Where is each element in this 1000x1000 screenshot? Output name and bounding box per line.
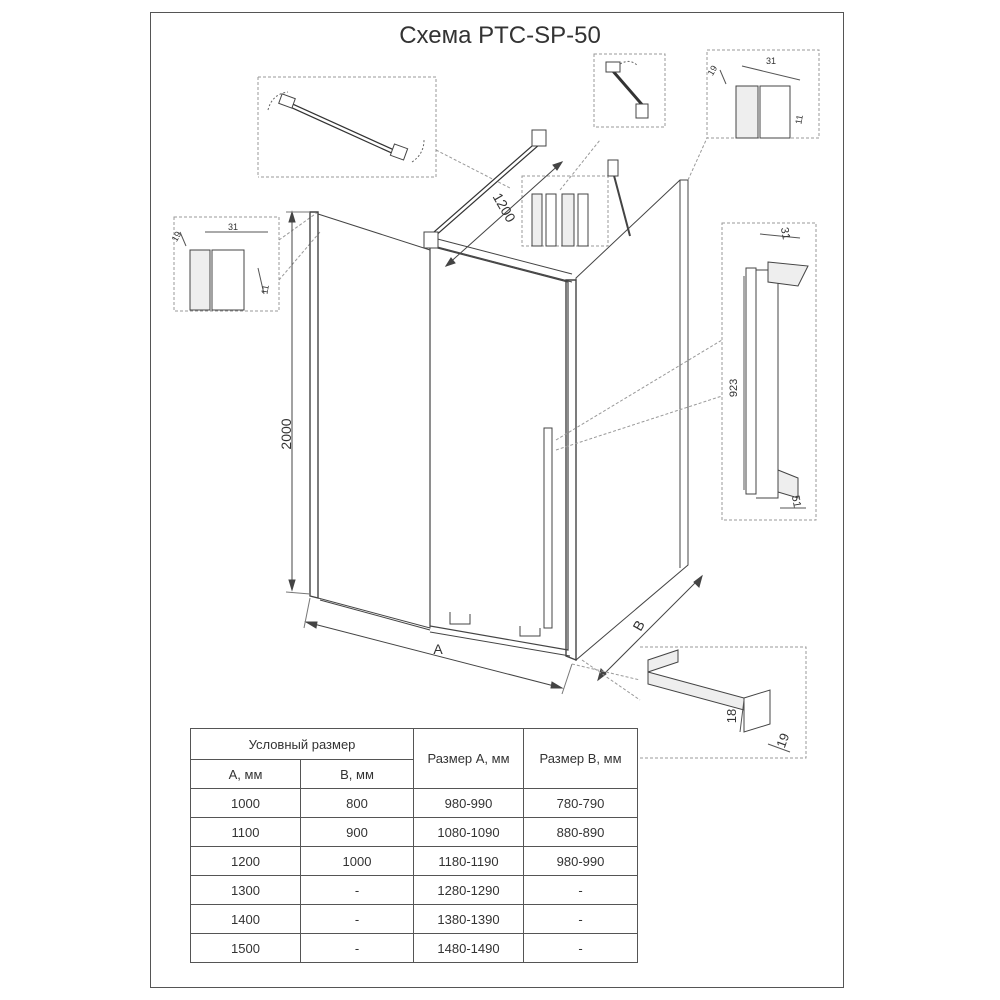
table-cell: - [300,933,414,963]
top-bar-dimension-label: 1200 [490,190,520,225]
wall-profile-detail-right [706,49,820,139]
bottom-profile-detail [640,646,807,759]
support-bar-detail [257,76,437,178]
nominal-size-header: Условный размер [190,728,414,760]
table-cell: - [523,875,638,905]
size-a-header: Размер А, мм [413,728,524,789]
right-profile-depth-label: 19 [706,64,720,78]
table-cell: 1000 [190,788,301,818]
height-dimension-label: 2000 [278,418,294,449]
handle-detail [721,222,817,521]
col-b-header: B, мм [300,759,414,789]
table-cell: 900 [300,817,414,847]
table-cell: - [523,904,638,934]
table-cell: 1480-1490 [413,933,524,963]
table-cell: - [523,933,638,963]
table-cell: - [300,875,414,905]
table-row: 1500 - 1480-1490 - [190,933,638,963]
bottom-profile-height-label: 18 [724,709,739,723]
table-row: 1000 800 980-990 780-790 [190,788,638,818]
table-cell: 1100 [190,817,301,847]
left-profile-width-label: 31 [228,222,238,232]
table-cell: 1400 [190,904,301,934]
table-cell: 1380-1390 [413,904,524,934]
right-profile-width-label: 31 [766,56,776,66]
table-row: 1400 - 1380-1390 - [190,904,638,934]
table-cell: 1000 [300,846,414,876]
handle-base-label: 51 [789,494,803,508]
width-a-label: A [433,641,443,657]
corner-profile-detail [521,175,609,247]
table-cell: 1200 [190,846,301,876]
right-profile-gap-label: 11 [793,114,804,125]
bottom-profile-width-label: 19 [773,731,792,750]
table-row: 1100 900 1080-1090 880-890 [190,817,638,847]
table-row: 1300 - 1280-1290 - [190,875,638,905]
table-cell: 1280-1290 [413,875,524,905]
col-a-header: A, мм [190,759,301,789]
table-cell: 1180-1190 [413,846,524,876]
wall-profile-detail-left [173,216,280,312]
table-cell: 980-990 [413,788,524,818]
table-cell: 780-790 [523,788,638,818]
handle-length-label: 923 [728,379,740,397]
table-cell: - [300,904,414,934]
table-cell: 1080-1090 [413,817,524,847]
table-cell: 980-990 [523,846,638,876]
size-table: Условный размер Размер А, мм Размер В, м… [190,728,638,963]
left-profile-depth-label: 19 [170,230,184,244]
left-profile-gap-label: 11 [259,284,270,295]
width-b-label: B [629,617,648,633]
diagram-title: Схема PTC-SP-50 [399,22,601,49]
table-cell: 880-890 [523,817,638,847]
table-cell: 800 [300,788,414,818]
table-cell: 1300 [190,875,301,905]
table-cell: 1500 [190,933,301,963]
dimension-lines [285,161,703,695]
bracket-detail [593,53,666,128]
table-row: 1200 1000 1180-1190 980-990 [190,846,638,876]
enclosure-main-view [309,129,689,662]
drawing-frame [150,12,844,988]
handle-depth-label: 31 [778,226,792,240]
size-b-header: Размер В, мм [523,728,638,789]
